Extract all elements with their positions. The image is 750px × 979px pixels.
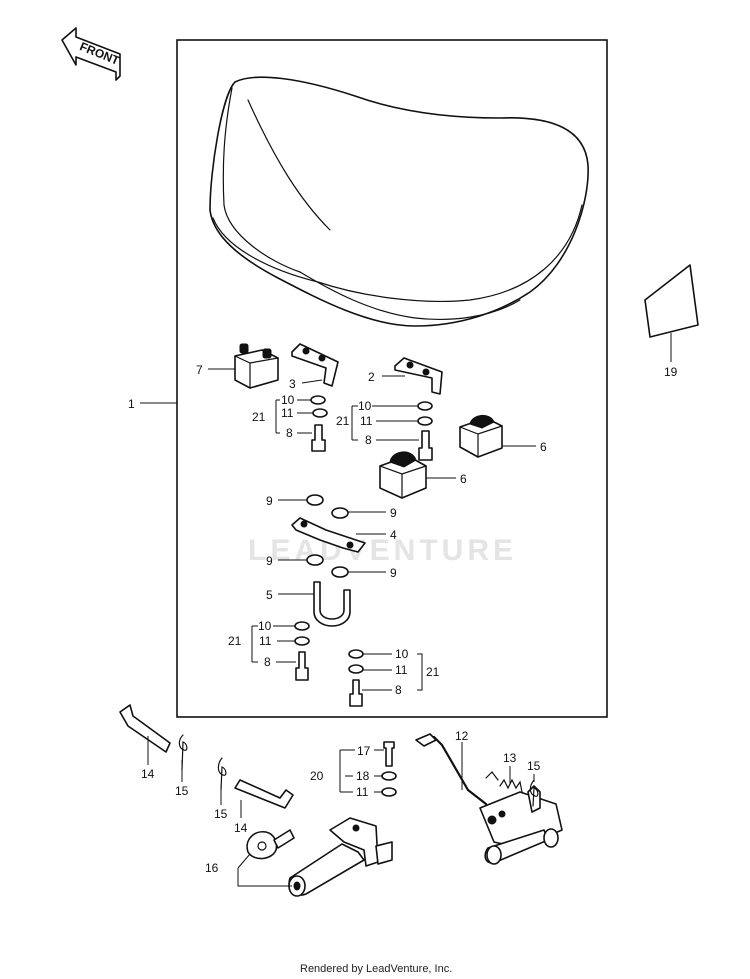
- seat: [209, 76, 589, 327]
- rubber-block-6-lower: [379, 451, 427, 499]
- fastener-group-d: [348, 649, 423, 707]
- footer-credit: Rendered by LeadVenture, Inc.: [300, 963, 452, 975]
- fastener-group-20: [339, 741, 397, 797]
- rod-14-left: [119, 704, 171, 753]
- nut-9-upper-left: [306, 494, 324, 506]
- callout-9d: 9: [390, 566, 397, 580]
- rod-12: [418, 735, 488, 806]
- callout-6b: 6: [460, 472, 467, 486]
- bracket-4: [291, 517, 366, 553]
- callout-17: 17: [357, 744, 371, 758]
- front-arrow-icon: FRONT: [61, 27, 122, 81]
- callout-8a: 8: [286, 426, 293, 440]
- callout-3: 3: [289, 377, 296, 391]
- callout-4: 4: [390, 528, 397, 542]
- key-16: [246, 829, 295, 860]
- callout-10d: 10: [395, 647, 409, 661]
- rubber-block-7: [234, 343, 279, 389]
- callout-14a: 14: [141, 767, 155, 781]
- bracket-2: [394, 357, 443, 395]
- callout-9a: 9: [266, 494, 273, 508]
- callout-11d: 11: [395, 663, 408, 677]
- clip-15-right: [529, 779, 539, 807]
- nut-9-lower-left: [306, 554, 324, 566]
- fastener-group-a: [275, 395, 328, 452]
- callout-9b: 9: [390, 506, 397, 520]
- callout-21a: 21: [252, 410, 266, 424]
- callout-10a: 10: [281, 393, 295, 407]
- callout-8d: 8: [395, 683, 402, 697]
- callout-21b: 21: [336, 414, 350, 428]
- callout-11b: 11: [360, 414, 373, 428]
- callout-18: 18: [356, 769, 370, 783]
- nut-9-upper-right: [331, 507, 349, 519]
- u-bolt-5: [313, 581, 351, 627]
- callout-11c: 11: [259, 634, 272, 648]
- callout-15a: 15: [175, 784, 189, 798]
- callout-21d: 21: [426, 665, 440, 679]
- spring-13-assembly: [479, 771, 563, 865]
- callout-13: 13: [503, 751, 517, 765]
- callout-21c: 21: [228, 634, 242, 648]
- callout-15b: 15: [214, 807, 228, 821]
- nut-9-lower-right: [331, 566, 349, 578]
- callout-19: 19: [664, 365, 678, 379]
- callout-20: 20: [310, 769, 324, 783]
- callout-10c: 10: [258, 619, 272, 633]
- bracket-3: [291, 343, 339, 387]
- fastener-group-c: [251, 621, 310, 681]
- callout-6a: 6: [540, 440, 547, 454]
- callout-1: 1: [128, 397, 135, 411]
- rubber-block-6-upper: [459, 415, 503, 458]
- callout-7: 7: [196, 363, 203, 377]
- callout-8c: 8: [264, 655, 271, 669]
- callout-11a: 11: [281, 406, 294, 420]
- callout-12: 12: [455, 729, 469, 743]
- callout-2: 2: [368, 370, 375, 384]
- callout-9c: 9: [266, 554, 273, 568]
- callout-16: 16: [205, 861, 219, 875]
- clip-15-middle: [217, 757, 227, 791]
- fastener-group-b: [351, 401, 433, 461]
- callout-10b: 10: [358, 399, 372, 413]
- watermark: LEADVENTURE: [248, 534, 517, 567]
- rod-14-middle: [234, 779, 294, 809]
- callout-11e: 11: [356, 785, 369, 799]
- callout-15c: 15: [527, 759, 541, 773]
- callout-14b: 14: [234, 821, 248, 835]
- seat-assembly-frame: [176, 39, 608, 718]
- lock-housing-16: [288, 817, 393, 897]
- callout-5: 5: [266, 588, 273, 602]
- callout-8b: 8: [365, 433, 372, 447]
- label-sticker-19: [644, 264, 699, 338]
- clip-15-left: [178, 734, 188, 771]
